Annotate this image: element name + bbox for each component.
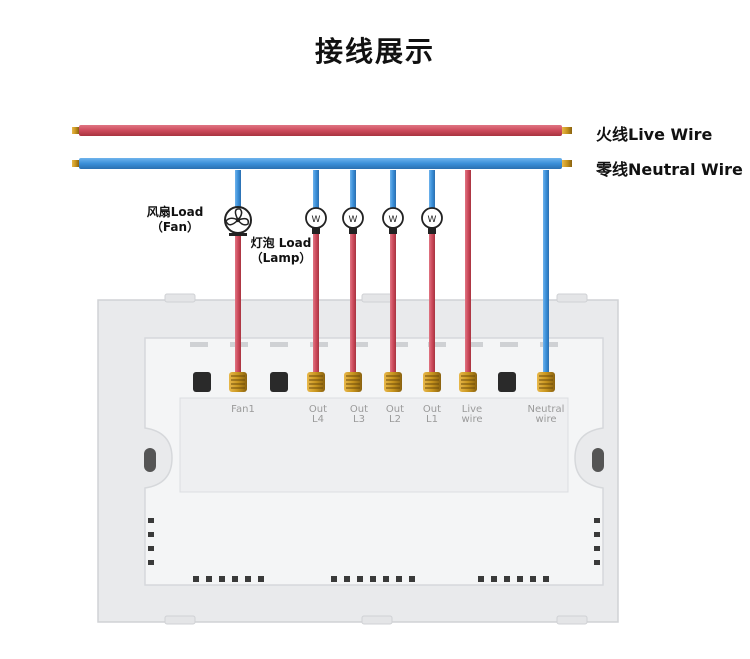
fan-load-line2: （Fan） [150,220,200,234]
switch-panel [97,293,619,625]
live-wire [72,125,572,136]
blank-terminal [498,372,516,392]
screw-terminal [459,372,477,392]
fan-load-line1: 风扇Load [146,205,204,219]
blank-terminal [270,372,288,392]
lamp-load-line2: （Lamp） [250,251,312,265]
terminal-label-line2: L3 [353,414,365,425]
terminal-label-line1: Out [422,404,442,415]
lamp-load-label: 灯泡 Load （Lamp） [248,236,314,266]
terminal-label-line1: Neutral [527,404,565,415]
terminal-label-line1: Out [349,404,369,415]
terminal-label-line1: Live [461,404,483,415]
bulb-symbol: W [312,215,321,225]
fan-icon [224,206,252,236]
terminal-label-line2: L1 [426,414,438,425]
neutral-drop-neutral-terminal [543,170,549,372]
bulb-symbol: W [389,215,398,225]
neutral-drop-l1 [429,170,435,208]
screw-terminal [537,372,555,392]
terminal-label-line2: wire [461,414,483,425]
screw-terminal [307,372,325,392]
bulb-icon: W [382,207,404,234]
terminal-label-line2: L2 [389,414,401,425]
neutral-wire [72,158,572,169]
neutral-drop-l2 [390,170,396,208]
lamp-load-line1: 灯泡 Load [250,236,312,250]
terminal-block [193,372,555,392]
terminal-label-line2: L4 [312,414,324,425]
live-drop-l1 [429,232,435,372]
terminal-label-line1: Out [385,404,405,415]
live-drop-live-terminal [465,170,471,372]
terminal-label-line1: Out [308,404,328,415]
bulb-icon: W [421,207,443,234]
neutral-drop-l3 [350,170,356,208]
live-wire-label: 火线Live Wire [596,125,713,144]
bulb-symbol: W [428,215,437,225]
screw-terminal [423,372,441,392]
neutral-drop-fan [235,170,241,208]
screw-terminal [384,372,402,392]
screw-terminal [229,372,247,392]
bulb-icon: W [342,207,364,234]
fan-load-label: 风扇Load （Fan） [140,205,210,235]
screw-terminal [344,372,362,392]
terminal-label: Fan1 [223,405,263,415]
neutral-wire-label: 零线Neutral Wire [596,160,743,179]
live-drop-l4 [313,232,319,372]
terminal-label-line1: Fan1 [231,404,255,415]
live-drop-l3 [350,232,356,372]
live-drop-l2 [390,232,396,372]
bulb-icon: W [305,207,327,234]
live-drop-fan1 [235,232,241,372]
bulb-symbol: W [349,215,358,225]
page-title: 接线展示 [314,35,435,68]
blank-terminal [193,372,211,392]
terminal-label-line2: wire [535,414,557,425]
neutral-drop-l4 [313,170,319,208]
